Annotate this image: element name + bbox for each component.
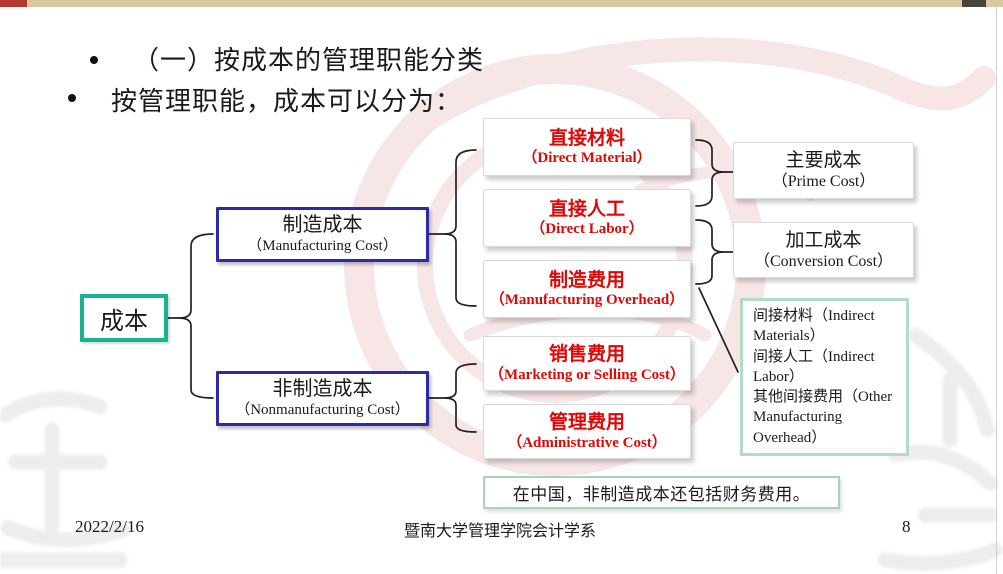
slide-title: （一）按成本的管理职能分类	[133, 46, 485, 75]
direct-labor-box: 直接人工 （Direct Labor）	[483, 189, 691, 247]
footer-department: 暨南大学管理学院会计学系	[403, 523, 596, 540]
bullet-dot	[90, 56, 98, 64]
china-note-text: 在中国，非制造成本还包括财务费用。	[512, 485, 811, 504]
cost-root-box: 成本	[80, 294, 168, 342]
nonmanufacturing-cost-box: 非制造成本 （Nonmanufacturing Cost）	[216, 371, 429, 426]
selling-cost-box: 销售费用 （Marketing or Selling Cost）	[483, 336, 691, 391]
strip-dark-segment	[962, 0, 986, 7]
cost-root-label: 成本	[100, 308, 148, 335]
china-note-box: 在中国，非制造成本还包括财务费用。	[483, 476, 840, 509]
strip-red-segment	[0, 0, 27, 7]
other-overhead-line: 其他间接费用（Other Manufacturing Overhead）	[753, 389, 893, 446]
page-number: 8	[902, 517, 911, 536]
prime-cost-box: 主要成本 （Prime Cost）	[733, 142, 914, 199]
direct-material-box: 直接材料 （Direct Material）	[483, 118, 691, 176]
direct-labor-en: （Direct Labor）	[530, 221, 644, 238]
direct-labor-zh: 直接人工	[548, 198, 625, 220]
manufacturing-overhead-box: 制造费用 （Manufacturing Overhead）	[483, 260, 691, 318]
direct-material-zh: 直接材料	[548, 127, 625, 149]
manufacturing-overhead-zh: 制造费用	[548, 269, 625, 291]
manufacturing-cost-box: 制造成本 （Manufacturing Cost）	[216, 207, 429, 262]
indirect-labor-line: 间接人工（Indirect Labor）	[753, 348, 875, 385]
conversion-cost-zh: 加工成本	[785, 229, 862, 251]
conversion-cost-en: （Conversion Cost）	[753, 252, 894, 270]
administrative-cost-box: 管理费用 （Administrative Cost）	[483, 404, 691, 459]
administrative-cost-en: （Administrative Cost）	[507, 434, 667, 451]
administrative-cost-zh: 管理费用	[548, 412, 625, 433]
direct-material-en: （Direct Material）	[522, 150, 652, 167]
conversion-cost-box: 加工成本 （Conversion Cost）	[733, 222, 914, 278]
prime-cost-en: （Prime Cost）	[771, 173, 876, 191]
slide-right-edge	[996, 7, 997, 574]
slide-subtitle: 按管理职能，成本可以分为：	[111, 87, 463, 116]
overhead-detail-box: 间接材料（Indirect Materials） 间接人工（Indirect L…	[740, 298, 909, 456]
nonmanufacturing-cost-zh: 非制造成本	[272, 378, 373, 401]
prime-cost-zh: 主要成本	[785, 150, 862, 172]
bullet-dot	[68, 94, 76, 102]
selling-cost-zh: 销售费用	[548, 344, 625, 365]
indirect-materials-line: 间接材料（Indirect Materials）	[753, 308, 875, 345]
manufacturing-cost-zh: 制造成本	[282, 214, 363, 237]
nonmanufacturing-cost-en: （Nonmanufacturing Cost）	[235, 402, 410, 419]
manufacturing-overhead-en: （Manufacturing Overhead）	[489, 292, 685, 309]
top-film-strip	[0, 0, 1003, 7]
manufacturing-cost-en: （Manufacturing Cost）	[247, 238, 398, 255]
footer-date: 2022/2/16	[75, 517, 144, 536]
selling-cost-en: （Marketing or Selling Cost）	[489, 366, 685, 383]
